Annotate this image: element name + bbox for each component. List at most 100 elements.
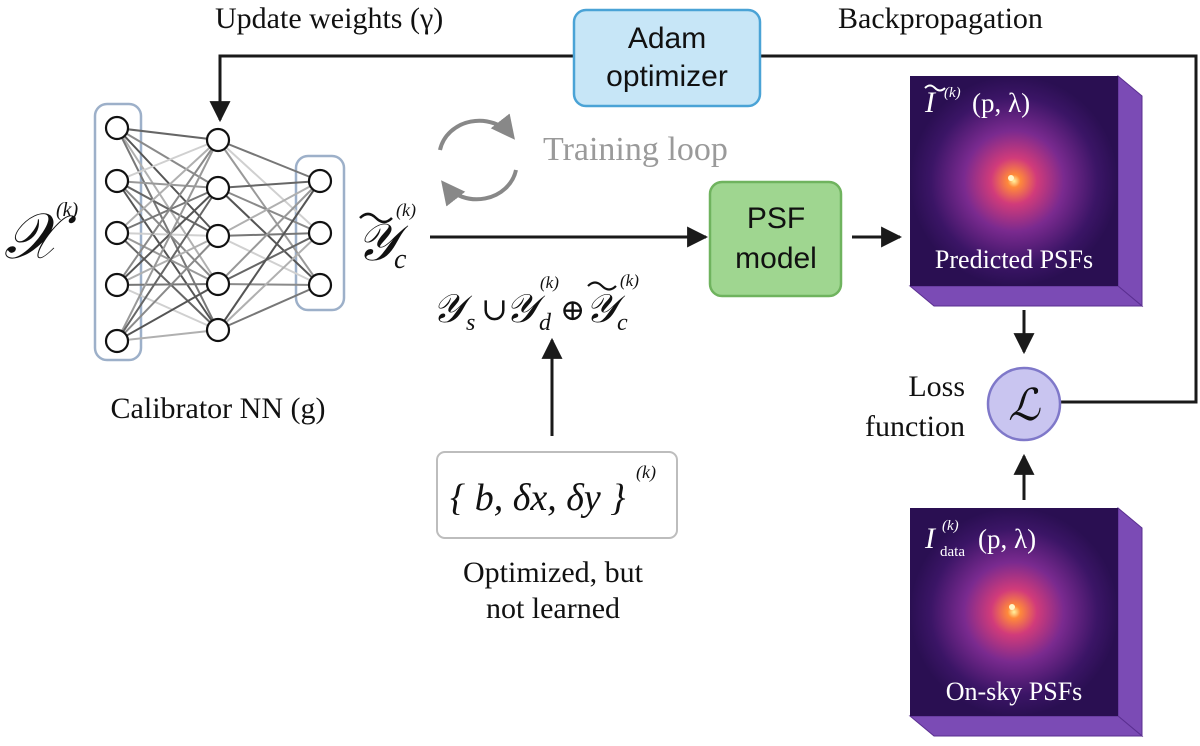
pred-tilde xyxy=(924,84,946,92)
predicted-psf-image xyxy=(910,76,1118,286)
yd-superscript: (k) xyxy=(540,273,559,292)
input-layer-box xyxy=(93,102,143,362)
predicted-psf-stack: I (k) (p, λ) Predicted PSFs xyxy=(908,74,1144,308)
yc-subscript: c xyxy=(394,244,407,275)
network-edge xyxy=(116,127,219,141)
data-subscript: data xyxy=(940,544,965,560)
network-node xyxy=(104,272,130,298)
network-edge xyxy=(116,283,219,342)
network-node xyxy=(104,168,130,194)
network-edge xyxy=(217,139,321,182)
predicted-psfs-label: Predicted PSFs xyxy=(935,245,1093,274)
network-edge xyxy=(217,187,321,286)
optimized-label-line1: Optimized, but xyxy=(463,556,644,589)
network-edge xyxy=(217,235,321,286)
yc2-subscript: c xyxy=(617,310,628,336)
network-edge xyxy=(116,139,219,286)
network-edge xyxy=(116,139,219,342)
loss-label-line1: Loss xyxy=(908,370,965,403)
network-nodes xyxy=(104,115,333,354)
network-edge xyxy=(116,139,219,182)
onsky-psfs-label: On-sky PSFs xyxy=(946,677,1083,706)
data-I-symbol: I xyxy=(924,522,937,555)
network-node xyxy=(104,328,130,354)
network-edge xyxy=(217,283,321,286)
network-edge xyxy=(217,232,321,237)
optimized-label-line2: not learned xyxy=(486,592,620,625)
data-args: (p, λ) xyxy=(978,524,1036,554)
adam-optimizer-box: Adam optimizer xyxy=(572,8,762,108)
network-edge xyxy=(217,139,321,286)
network-edge xyxy=(217,180,321,331)
loss-label-line2: function xyxy=(865,410,965,443)
network-edges xyxy=(116,127,321,342)
network-edge xyxy=(116,232,219,331)
ys-subscript: s xyxy=(466,310,475,336)
network-node xyxy=(205,127,231,153)
loss-symbol: ℒ xyxy=(1008,381,1041,430)
psf-label-line2: model xyxy=(735,242,817,275)
network-edge xyxy=(116,127,219,189)
network-edge xyxy=(217,284,321,331)
psf-model-box: PSF model xyxy=(708,180,843,298)
adam-label-line1: Adam xyxy=(628,22,706,55)
network-node xyxy=(104,115,130,141)
input-symbol: 𝒳 (k) xyxy=(4,199,79,272)
pred-args: (p, λ) xyxy=(972,88,1030,118)
parameter-union-expression: 𝒴 s ∪ 𝒴 d (k) ⊕ 𝒴 c (k) xyxy=(432,271,639,336)
network-node xyxy=(205,271,231,297)
network-edge xyxy=(116,139,219,234)
network-edge xyxy=(116,284,219,331)
network-node xyxy=(307,168,333,194)
network-edge xyxy=(116,187,219,342)
network-edge xyxy=(116,180,219,285)
network-node xyxy=(307,272,333,298)
network-edge xyxy=(217,139,321,234)
network-edge xyxy=(116,187,219,286)
network-edge xyxy=(116,235,219,286)
onsky-psf-stack: I (k) data (p, λ) On-sky PSFs xyxy=(908,506,1144,738)
pred-superscript: (k) xyxy=(944,85,961,101)
network-edge xyxy=(116,127,219,285)
network-node xyxy=(205,317,231,343)
network-edge xyxy=(116,283,219,286)
training-loop-icon xyxy=(438,113,518,207)
calibrator-label: Calibrator NN (g) xyxy=(111,392,326,425)
union-operator: ∪ xyxy=(481,291,508,327)
network-edge xyxy=(116,232,219,285)
network-edge xyxy=(116,180,219,237)
network-edge xyxy=(116,127,219,331)
output-symbol: 𝒴 c (k) xyxy=(356,200,416,275)
loss-node: ℒ xyxy=(986,366,1062,442)
network-edge xyxy=(116,127,219,237)
network-edge xyxy=(116,235,219,342)
network-node xyxy=(205,175,231,201)
network-edge xyxy=(116,187,219,234)
backprop-arrow xyxy=(209,54,1198,404)
yc-superscript: (k) xyxy=(396,200,416,221)
network-edge xyxy=(116,180,219,331)
network-edge xyxy=(217,187,321,234)
network-edge xyxy=(217,180,321,237)
backpropagation-label: Backpropagation xyxy=(838,2,1043,35)
pred-I-symbol: I xyxy=(924,86,937,119)
update-weights-label: Update weights (γ) xyxy=(215,2,443,35)
params-box: { b, δx, δy } (k) xyxy=(436,451,678,539)
yc2-tilde xyxy=(587,281,617,291)
network-edge xyxy=(217,180,321,285)
network-edge xyxy=(217,232,321,331)
psf-label-line1: PSF xyxy=(747,202,805,235)
network-edge xyxy=(116,180,219,189)
training-loop-label: Training loop xyxy=(543,131,728,168)
params-set: { b, δx, δy } xyxy=(450,477,625,519)
params-superscript: (k) xyxy=(636,462,656,483)
network-node xyxy=(205,223,231,249)
x-superscript: (k) xyxy=(56,199,79,221)
yd-subscript: d xyxy=(539,310,552,336)
yc-tilde xyxy=(359,212,393,224)
yc2-superscript: (k) xyxy=(620,271,639,290)
oplus-operator: ⊕ xyxy=(560,294,585,327)
network-edge xyxy=(116,329,219,342)
